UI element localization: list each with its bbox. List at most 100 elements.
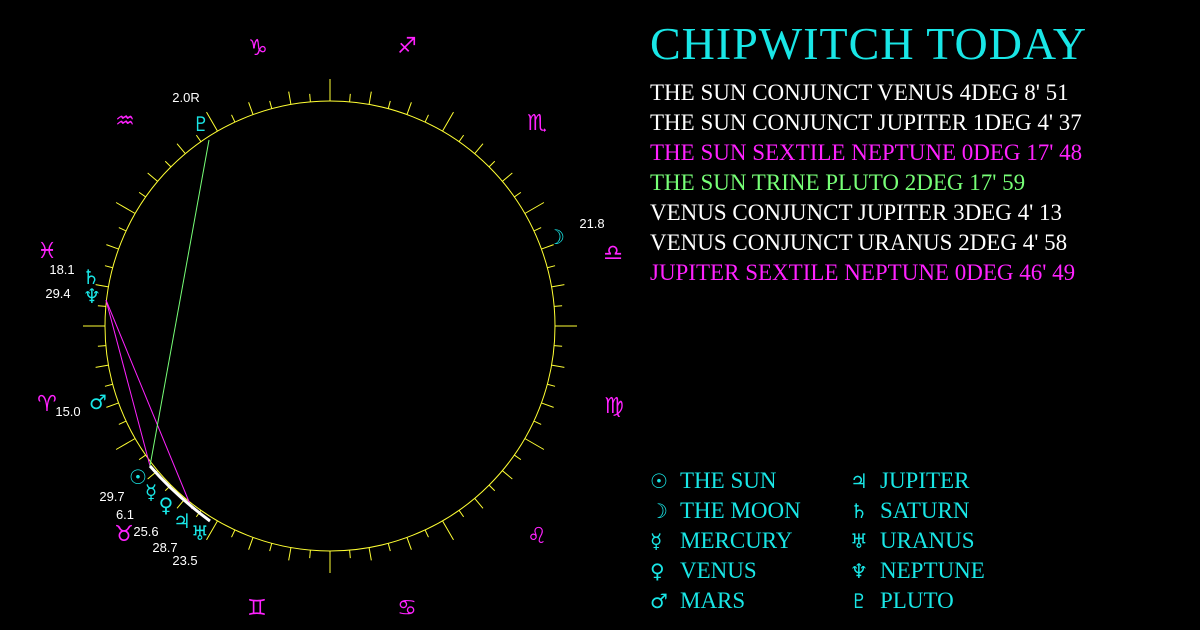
- moon-icon: ☽: [547, 225, 565, 249]
- aspect-line-trine: [149, 139, 210, 467]
- pluto-degree: 2.0R: [172, 90, 199, 105]
- degree-tick: [288, 547, 292, 561]
- degree-tick: [387, 100, 391, 109]
- aspect-item: JUPITER SEXTILE NEPTUNE 0DEG 46' 49: [650, 260, 1076, 285]
- mercury-degree: 6.1: [116, 507, 134, 522]
- legend-item-the-moon: ☽ THE MOON: [650, 496, 801, 526]
- degree-tick: [387, 543, 391, 552]
- degree-tick: [309, 550, 311, 559]
- pluto-icon: ♇: [192, 112, 210, 136]
- mercury-icon: ☿: [145, 480, 157, 504]
- zodiac-sign-icon: ♌: [527, 524, 547, 549]
- degree-tick: [115, 438, 136, 450]
- degree-tick: [458, 510, 465, 518]
- degree-tick: [524, 202, 545, 214]
- jupiter-icon: ♃: [850, 469, 868, 493]
- legend-item-jupiter: ♃ JUPITER: [850, 466, 985, 496]
- degree-tick: [164, 160, 172, 168]
- degree-tick: [442, 520, 454, 541]
- degree-tick: [474, 498, 484, 509]
- degree-tick: [406, 537, 412, 550]
- page-title: CHIPWITCH TODAY: [650, 18, 1088, 69]
- legend-label: JUPITER: [880, 468, 970, 493]
- neptune-icon: ♆: [83, 284, 101, 308]
- degree-tick: [176, 143, 186, 154]
- legend-item-uranus: ♅ URANUS: [850, 526, 985, 556]
- aspect-item: THE SUN CONJUNCT VENUS 4DEG 8' 51: [650, 80, 1069, 105]
- mars-icon: ♂: [89, 390, 107, 414]
- sun-degree: 29.7: [99, 489, 124, 504]
- legend-label: THE MOON: [680, 498, 801, 523]
- neptune-icon: ♆: [850, 559, 868, 583]
- legend-item-mercury: ☿MERCURY: [650, 526, 801, 556]
- zodiac-sign-icon: ♊: [247, 596, 267, 621]
- zodiac-sign-icon: ♎: [603, 241, 623, 266]
- uranus-icon: ♅: [850, 529, 868, 553]
- degree-tick: [248, 102, 254, 115]
- degree-tick: [424, 114, 429, 123]
- mercury-icon: ☿: [650, 529, 663, 553]
- moon-icon: ☽: [650, 499, 668, 523]
- degree-tick: [502, 470, 513, 480]
- natal-wheel: ♑♐♏♎♍♌♋♊♉♈♓♒♇2.0R☽21.8♄18.1♆29.4♂15.0☉29…: [37, 34, 624, 621]
- degree-tick: [106, 244, 119, 250]
- venus-degree: 25.6: [133, 524, 158, 539]
- zodiac-ring: [104, 100, 556, 552]
- degree-tick: [551, 364, 565, 368]
- legend-label: THE SUN: [680, 468, 777, 493]
- degree-tick: [554, 305, 563, 307]
- sun-icon: ☉: [129, 465, 147, 489]
- degree-tick: [474, 143, 484, 154]
- saturn-degree: 18.1: [49, 262, 74, 277]
- aspect-item: THE SUN TRINE PLUTO 2DEG 17' 59: [650, 170, 1026, 195]
- degree-tick: [195, 134, 202, 142]
- degree-tick: [368, 547, 372, 561]
- zodiac-sign-icon: ♑: [248, 36, 268, 61]
- uranus-degree: 23.5: [172, 553, 197, 568]
- degree-tick: [104, 265, 113, 269]
- venus-icon: ♀: [159, 493, 174, 517]
- degree-tick: [533, 227, 542, 232]
- degree-tick: [424, 529, 429, 538]
- aspect-item: THE SUN SEXTILE NEPTUNE 0DEG 17' 48: [650, 140, 1083, 165]
- degree-tick: [541, 244, 554, 250]
- saturn-icon: ♄: [82, 265, 100, 289]
- degree-tick: [442, 111, 454, 132]
- degree-tick: [269, 100, 273, 109]
- degree-tick: [349, 93, 351, 102]
- degree-tick: [206, 520, 218, 541]
- legend-item-neptune: ♆NEPTUNE: [850, 556, 985, 586]
- aspect-item: VENUS CONJUNCT URANUS 2DEG 4' 58: [650, 230, 1068, 255]
- zodiac-sign-icon: ♉: [114, 522, 134, 547]
- degree-tick: [97, 345, 106, 347]
- degree-tick: [488, 484, 496, 492]
- degree-tick: [524, 438, 545, 450]
- uranus-icon: ♅: [191, 521, 209, 545]
- aspect-item: VENUS CONJUNCT JUPITER 3DEG 4' 13: [650, 200, 1062, 225]
- legend-item-venus: ♀VENUS: [650, 556, 801, 586]
- degree-tick: [231, 114, 236, 123]
- saturn-icon: ♄: [850, 499, 868, 523]
- degree-tick: [514, 191, 522, 198]
- zodiac-sign-icon: ♍: [604, 394, 624, 419]
- degree-tick: [248, 537, 254, 550]
- degree-tick: [547, 265, 556, 269]
- degree-tick: [147, 172, 158, 182]
- legend-item-the-sun: ☉THE SUN: [650, 466, 801, 496]
- degree-tick: [231, 529, 236, 538]
- degree-tick: [118, 227, 127, 232]
- legend-label: MARS: [680, 588, 746, 613]
- moon-degree: 21.8: [579, 216, 604, 231]
- degree-tick: [551, 284, 565, 288]
- zodiac-sign-icon: ♐: [397, 34, 417, 59]
- legend-label: SATURN: [880, 498, 970, 523]
- degree-tick: [115, 202, 136, 214]
- degree-tick: [368, 91, 372, 105]
- legend-label: URANUS: [880, 528, 975, 553]
- degree-tick: [106, 402, 119, 408]
- jupiter-degree: 28.7: [152, 540, 177, 555]
- mars-icon: ♂: [650, 589, 668, 613]
- degree-tick: [533, 420, 542, 425]
- legend-item-saturn: ♄ SATURN: [850, 496, 985, 526]
- degree-tick: [269, 543, 273, 552]
